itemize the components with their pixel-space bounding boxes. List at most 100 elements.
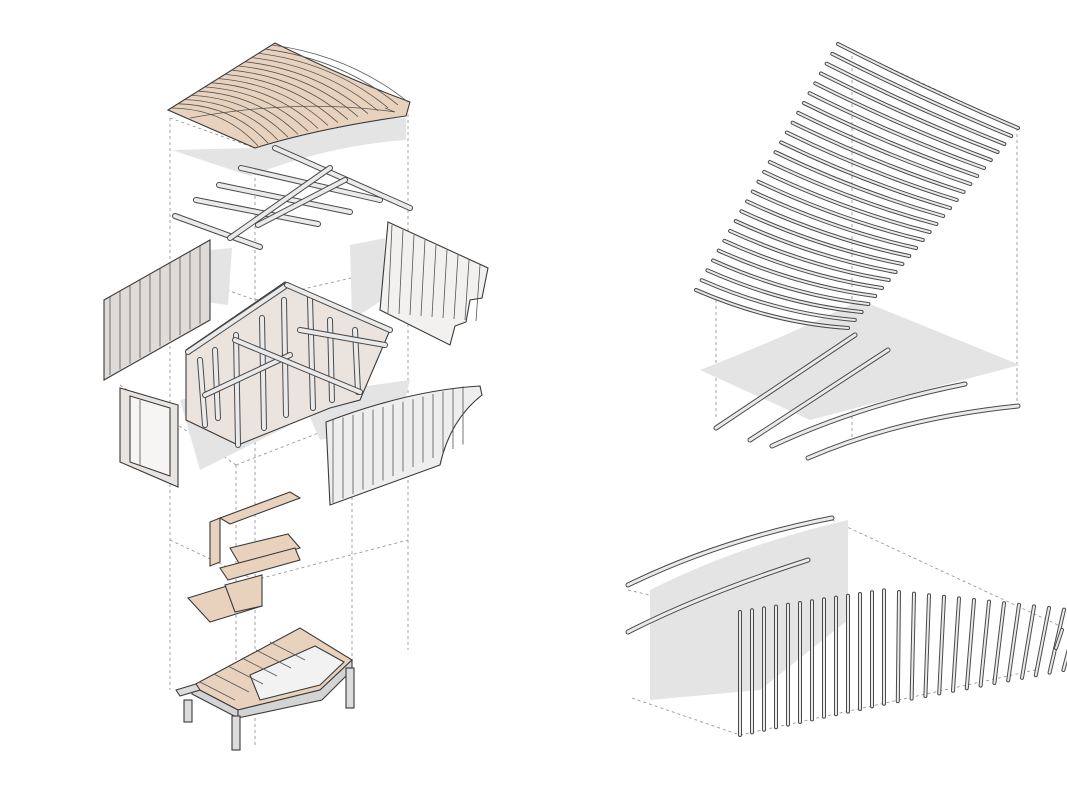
wall-shadow-right bbox=[350, 238, 385, 320]
exploded-assembly bbox=[103, 42, 489, 751]
curved-rod-highlight bbox=[770, 382, 967, 448]
wall-slats-detail bbox=[625, 515, 1067, 737]
timber-frame bbox=[185, 281, 393, 448]
roof-board bbox=[231, 69, 349, 120]
frame-post-highlight bbox=[234, 333, 240, 447]
top-rail-highlight bbox=[626, 516, 834, 587]
cross-purlin-highlight bbox=[228, 166, 332, 240]
roof-batten-highlight bbox=[825, 62, 1006, 145]
floor-joist bbox=[269, 641, 306, 661]
roof-board bbox=[185, 99, 279, 141]
curved-rod bbox=[805, 403, 1021, 461]
roof-board bbox=[191, 95, 289, 138]
vertical-slat-end-highlight bbox=[1055, 629, 1063, 649]
floor-joist bbox=[227, 665, 264, 685]
roof-board bbox=[211, 82, 319, 129]
roof-batten-highlight bbox=[837, 43, 1019, 129]
floor-joist bbox=[199, 681, 236, 701]
back-wall-panel bbox=[103, 239, 211, 381]
roof-batten bbox=[784, 130, 959, 202]
roof-batten-highlight bbox=[717, 249, 877, 297]
roof-batten bbox=[773, 150, 946, 218]
frame-post-highlight bbox=[213, 348, 220, 420]
roof-batten-highlight bbox=[706, 269, 863, 313]
curved-top-rails bbox=[625, 515, 835, 635]
vertical-slat-highlight bbox=[965, 599, 975, 690]
rafter-slat bbox=[409, 234, 415, 316]
floor-platform bbox=[175, 627, 355, 751]
roof-board bbox=[225, 74, 339, 123]
frame-beam-highlight bbox=[298, 328, 387, 347]
roof-detail-shadow-plane bbox=[700, 300, 1020, 420]
roof-batten-highlight bbox=[814, 82, 992, 161]
rafter-wall-panel bbox=[379, 221, 489, 346]
bench-and-shelf bbox=[187, 491, 302, 623]
vertical-slat-highlight bbox=[979, 600, 990, 687]
roof-batten bbox=[830, 51, 1014, 138]
roof-board bbox=[251, 57, 379, 112]
curved-battens bbox=[694, 42, 1020, 330]
rafter-slat bbox=[464, 259, 470, 321]
frame-post-highlight bbox=[260, 316, 266, 430]
vertical-slat-highlight bbox=[993, 602, 1005, 684]
roof-batten-highlight bbox=[700, 279, 856, 321]
roof-batten-highlight bbox=[763, 170, 931, 233]
curved-slat-wall bbox=[325, 385, 483, 506]
roof-batten-highlight bbox=[712, 259, 870, 305]
vertical-slat-highlight bbox=[1007, 603, 1020, 682]
roof-batten-highlight bbox=[802, 102, 979, 177]
rafter-slat bbox=[420, 239, 426, 317]
roof-batten-highlight bbox=[791, 121, 965, 193]
roof-board bbox=[238, 65, 359, 117]
roof-board bbox=[218, 78, 329, 126]
curved-roof-deck bbox=[166, 42, 411, 149]
rafter-slat bbox=[431, 244, 437, 318]
frame-post-highlight bbox=[328, 318, 334, 402]
floor-joist bbox=[241, 657, 278, 677]
roof-batten-highlight bbox=[740, 210, 904, 265]
roof-batten-highlight bbox=[757, 180, 924, 241]
floor-joist bbox=[255, 649, 292, 669]
vertical-slats bbox=[738, 588, 1067, 737]
straight-rod-highlight bbox=[714, 333, 857, 430]
roof-batten-highlight bbox=[797, 111, 972, 185]
roof-batten-highlight bbox=[808, 92, 985, 169]
roof-board bbox=[265, 48, 399, 106]
roof-batten-highlight bbox=[785, 131, 958, 201]
vertical-slat-highlight bbox=[1034, 607, 1050, 677]
vertical-slat-highlight bbox=[952, 597, 960, 692]
roof-batten-highlight bbox=[695, 289, 849, 329]
vertical-slat-highlight bbox=[910, 592, 915, 700]
roof-board bbox=[178, 103, 269, 144]
rafter-slat bbox=[387, 224, 393, 314]
roof-batten-highlight bbox=[746, 200, 911, 257]
roof-batten-highlight bbox=[729, 229, 890, 281]
roof-board bbox=[245, 61, 369, 115]
door-wall-panel bbox=[119, 387, 179, 488]
frame-beam-highlight bbox=[285, 283, 392, 332]
roof-board bbox=[171, 107, 259, 147]
vertical-slat-highlight bbox=[938, 595, 945, 695]
top-rail-highlight bbox=[626, 558, 810, 634]
roof-purlins bbox=[172, 145, 413, 250]
roof-batten-highlight bbox=[768, 161, 938, 225]
floor-joist bbox=[213, 673, 250, 693]
roof-batten-highlight bbox=[734, 220, 897, 273]
purlin-highlight bbox=[173, 214, 262, 249]
roof-batten-highlight bbox=[751, 190, 917, 249]
frame-post-highlight bbox=[198, 358, 207, 427]
roof-shadow-plane bbox=[172, 118, 406, 176]
frame-beam-highlight bbox=[203, 353, 292, 397]
roof-batten-highlight bbox=[819, 72, 999, 153]
roof-batten-highlight bbox=[774, 151, 945, 217]
rafter-slat bbox=[398, 229, 404, 315]
roof-batten bbox=[767, 160, 939, 226]
vertical-slat-highlight bbox=[896, 591, 900, 703]
roof-batten bbox=[779, 140, 952, 210]
roof-board bbox=[271, 44, 409, 103]
straight-rod-highlight bbox=[748, 348, 890, 442]
frame-beam-highlight bbox=[186, 283, 289, 354]
roof-batten-highlight bbox=[831, 52, 1013, 137]
straight-and-curved-rods bbox=[713, 332, 1021, 461]
